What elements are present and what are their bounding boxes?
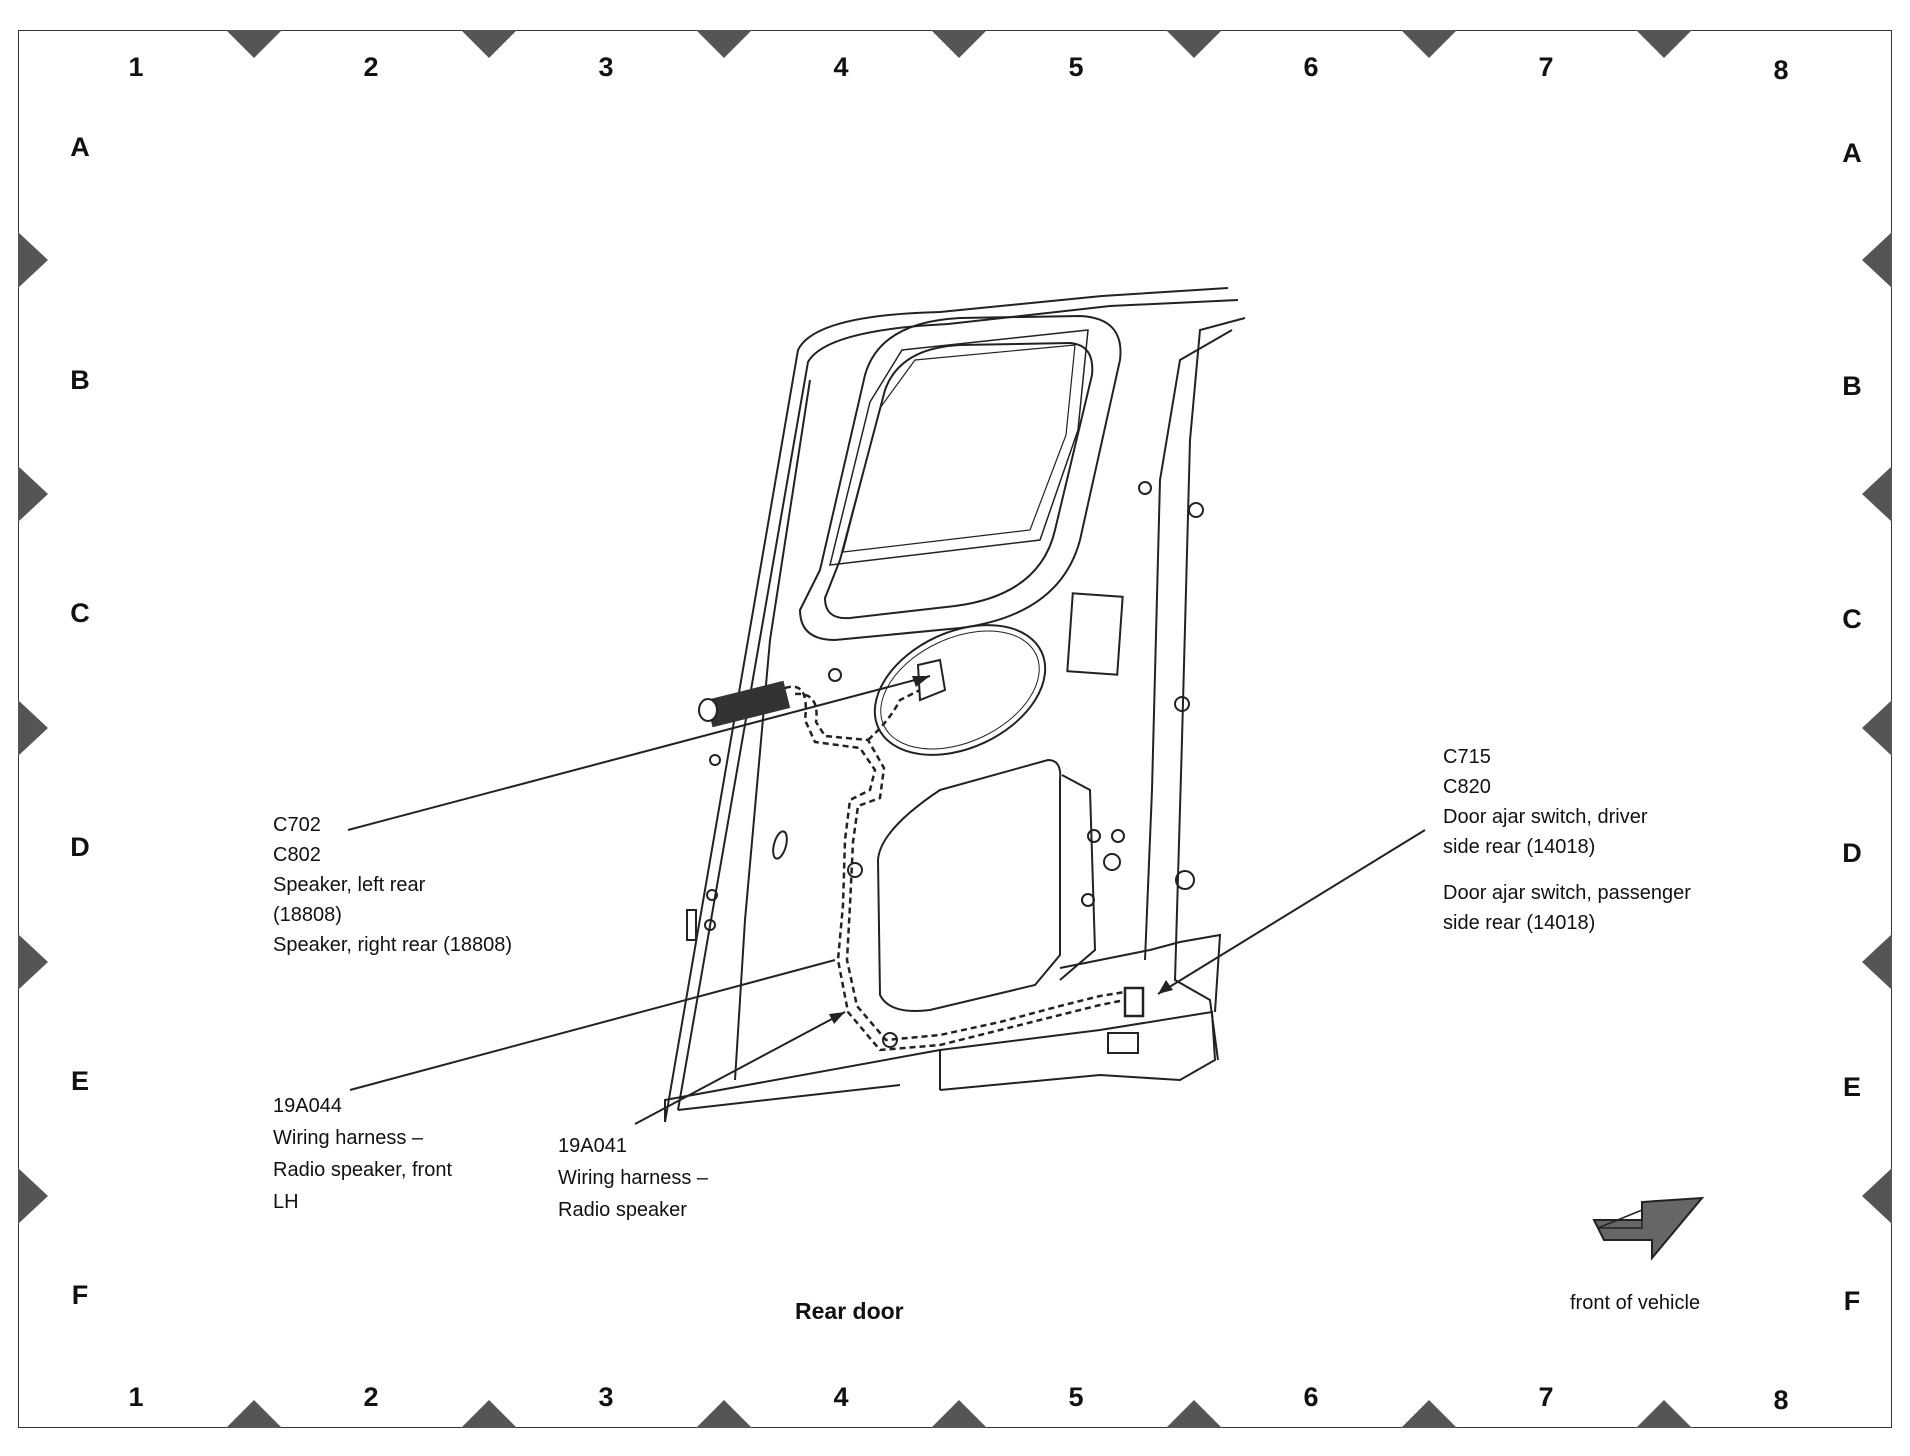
callout-speaker-line-1: C702 — [273, 814, 321, 836]
callout-speaker-line-2: C802 — [273, 844, 321, 866]
callout-door-ajar-passenger-line-1: Door ajar switch, passenger — [1443, 882, 1691, 904]
grid-column-top-1: 1 — [128, 52, 144, 82]
grid-row-left-f: F — [71, 1280, 89, 1310]
callout-speaker: C702 C802 Speaker, left rear (18808) Spe… — [273, 810, 512, 960]
door-outline — [664, 287, 1246, 1123]
leader-lines — [347, 675, 1426, 1125]
callout-door-ajar-line-1: C715 — [1443, 746, 1491, 768]
callout-speaker-line-5: Speaker, right rear (18808) — [273, 934, 513, 956]
grid-column-bottom-3: 3 — [598, 1382, 614, 1412]
grid-row-right-f: F — [1843, 1286, 1861, 1316]
callout-door-ajar-passenger: Door ajar switch, passenger side rear (1… — [1443, 878, 1691, 938]
grid-row-right-e: E — [1842, 1072, 1861, 1102]
grid-markers-left — [18, 232, 48, 1224]
grid-markers-top — [226, 30, 1692, 58]
callout-door-ajar-driver: C715 C820 Door ajar switch, driver side … — [1443, 742, 1648, 862]
callout-harness-front: 19A044 Wiring harness – Radio speaker, f… — [273, 1090, 452, 1218]
grid-row-right-b: B — [1842, 371, 1862, 401]
callout-harness-radio-line-3: Radio speaker — [558, 1199, 687, 1221]
door-ajar-switch — [1107, 986, 1145, 1054]
grid-markers-bottom — [226, 1400, 1692, 1428]
grid-row-right-c: C — [1842, 604, 1862, 634]
grid-row-right-a: A — [1842, 138, 1862, 168]
callout-harness-front-line-3: Radio speaker, front — [273, 1159, 452, 1181]
grid-column-bottom-8: 8 — [1773, 1385, 1789, 1415]
wiring-harness — [784, 685, 1126, 1052]
callout-harness-radio: 19A041 Wiring harness – Radio speaker — [558, 1130, 708, 1226]
grid-row-left-e: E — [70, 1066, 89, 1096]
leader-arrowheads — [829, 676, 1173, 1024]
callout-door-ajar-passenger-line-2: side rear (14018) — [1443, 912, 1596, 934]
grid-column-bottom-5: 5 — [1068, 1382, 1084, 1412]
grid-column-top-8: 8 — [1773, 55, 1789, 85]
callout-door-ajar-line-3: Door ajar switch, driver — [1443, 806, 1648, 828]
diagram-caption: Rear door — [795, 1298, 904, 1324]
grid-column-top-5: 5 — [1068, 52, 1084, 82]
callout-door-ajar-line-2: C820 — [1443, 776, 1491, 798]
grid-column-top-4: 4 — [833, 52, 849, 82]
grid-row-right-d: D — [1842, 838, 1862, 868]
callout-harness-radio-line-1: 19A041 — [558, 1135, 627, 1157]
callout-harness-radio-line-2: Wiring harness – — [558, 1167, 709, 1189]
callout-speaker-line-3: Speaker, left rear — [273, 874, 426, 896]
speaker-connector — [698, 658, 947, 728]
callout-harness-front-line-2: Wiring harness – — [273, 1127, 424, 1149]
callout-harness-front-line-4: LH — [273, 1191, 299, 1213]
grid-column-bottom-7: 7 — [1538, 1382, 1554, 1412]
grid-row-left-d: D — [70, 832, 90, 862]
grid-markers-right — [1862, 232, 1892, 1224]
callout-door-ajar-line-4: side rear (14018) — [1443, 836, 1596, 858]
grid-column-bottom-1: 1 — [128, 1382, 144, 1412]
grid-column-top-7: 7 — [1538, 52, 1554, 82]
grid-column-top-6: 6 — [1303, 52, 1319, 82]
grid-column-bottom-6: 6 — [1303, 1382, 1319, 1412]
front-of-vehicle-label: front of vehicle — [1570, 1292, 1701, 1314]
callout-speaker-line-4: (18808) — [273, 904, 342, 926]
grid-row-left-b: B — [70, 365, 90, 395]
grid-row-left-a: A — [70, 132, 90, 162]
grid-column-top-2: 2 — [363, 52, 379, 82]
front-arrow-icon — [1590, 1180, 1710, 1270]
callout-harness-front-line-1: 19A044 — [273, 1095, 342, 1117]
grid-column-top-3: 3 — [598, 52, 614, 82]
grid-column-bottom-4: 4 — [833, 1382, 849, 1412]
grid-column-bottom-2: 2 — [363, 1382, 379, 1412]
grid-row-left-c: C — [70, 598, 90, 628]
